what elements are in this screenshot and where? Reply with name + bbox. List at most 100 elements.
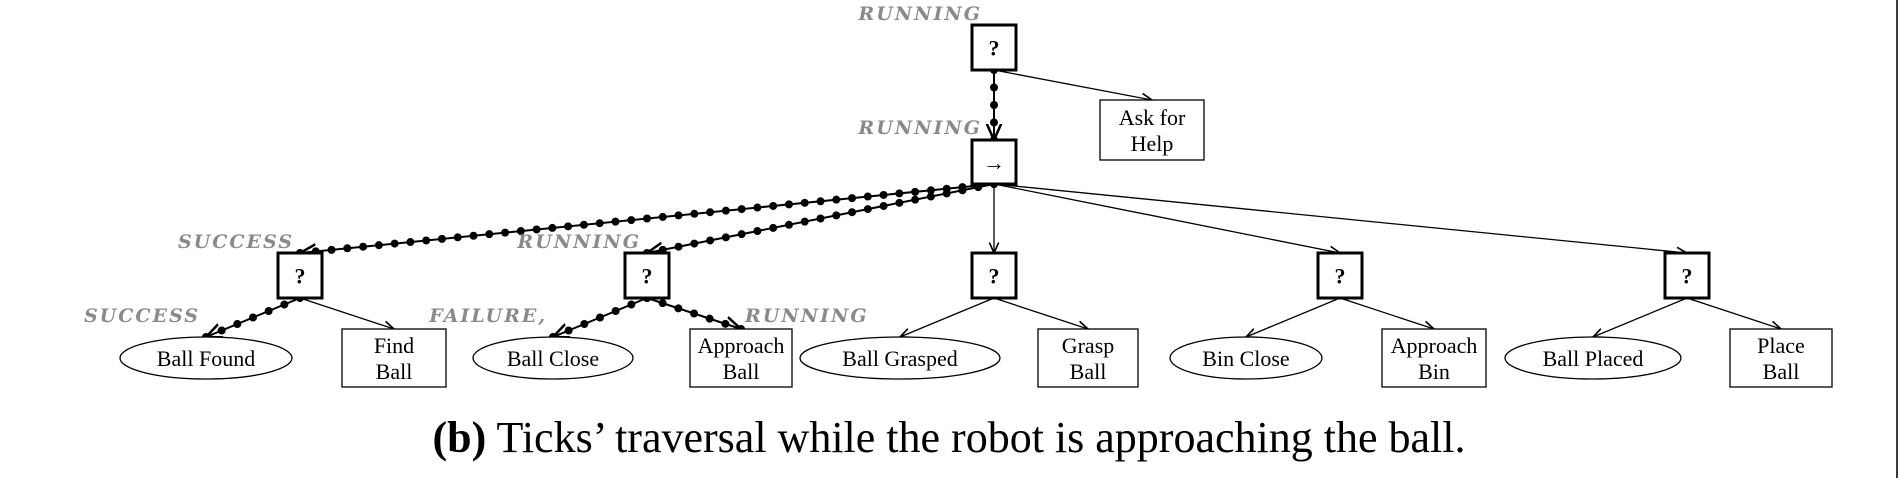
tick-dot [217, 326, 226, 335]
tick-dot [579, 220, 588, 229]
subtree-4-action-node-box [1729, 328, 1833, 388]
tick-dot [264, 307, 273, 315]
tick-dot [737, 205, 746, 214]
tick-dot [532, 225, 541, 234]
tick-dot [674, 304, 683, 313]
tick-dot [911, 195, 920, 204]
tick-dot [390, 239, 399, 248]
tick-dot [643, 214, 651, 223]
subtree-2-fallback-node-symbol: ? [989, 264, 1000, 289]
tick-dot [658, 299, 667, 308]
subtree-0-condition-node-ellipse [119, 336, 293, 380]
tick-dot [784, 220, 793, 229]
subtree-4-condition-node-ellipse [1504, 336, 1682, 380]
edge-subtree-3-to-action [1339, 297, 1434, 329]
tick-dot [832, 195, 841, 204]
edge-subtree-2-to-action [993, 297, 1088, 329]
tick-dot [627, 300, 636, 309]
tick-dot [769, 223, 778, 232]
tick-dot [990, 101, 998, 109]
tick-dot [469, 231, 478, 240]
tick-dot [879, 201, 888, 210]
tick-dot [327, 245, 336, 254]
tick-dot [753, 227, 762, 236]
tick-dot [769, 201, 778, 210]
subtree-1-action-node-box [689, 328, 793, 388]
subtree-1-condition-status-label: FAILURE, [428, 305, 547, 327]
subtree-4-fallback-node-box [1663, 251, 1711, 300]
tick-dot [879, 190, 888, 199]
edge-root-to-ask-for-help [993, 69, 1152, 100]
subtree-1-fallback-node-box [623, 251, 671, 300]
tick-dot [580, 320, 589, 328]
subtree-1-action-status-label: RUNNING [744, 305, 869, 327]
edge-sequence-to-subtree-4 [993, 183, 1687, 253]
subtree-0-action-node-label: Find [374, 333, 414, 358]
tick-dot [832, 211, 841, 220]
tick-dot [627, 216, 636, 225]
tick-dot [374, 241, 383, 250]
subtree-3-fallback-node-box [1316, 251, 1364, 300]
tick-dot [800, 198, 809, 207]
ask-for-help-node-label: Ask for [1119, 105, 1186, 130]
tick-dots [202, 66, 998, 341]
tick-dot [453, 233, 462, 242]
tick-dot [705, 314, 714, 323]
tick-dot [863, 192, 872, 201]
tick-dot [895, 198, 904, 207]
edge-subtree-0-to-action [299, 297, 394, 329]
tick-dot [784, 200, 793, 209]
tick-dot [942, 189, 951, 198]
page-border [1896, 0, 1898, 478]
tick-dot [721, 233, 730, 242]
figure-caption: (b) Ticks’ traversal while the robot is … [0, 412, 1898, 463]
subtree-3-fallback-node-symbol: ? [1335, 264, 1346, 289]
tick-dot [596, 313, 604, 322]
tick-dot [406, 238, 415, 247]
tick-dot [706, 208, 715, 217]
tick-dot [674, 211, 683, 220]
subtree-2-action-node-label: Grasp [1062, 333, 1115, 358]
subtree-4-action-node-label: Ball [1763, 359, 1800, 384]
sequence-status-label: RUNNING [857, 117, 982, 139]
tick-dot [926, 186, 935, 195]
tick-dot [690, 309, 698, 318]
subtree-0-action-node-box [341, 328, 447, 388]
subtree-2-condition-node-label: Ball Grasped [842, 346, 957, 371]
tick-dot [690, 209, 699, 218]
subtree-2-action-node-box [1037, 328, 1139, 388]
tick-dot [706, 236, 715, 245]
edge-subtree-4-to-condition [1593, 297, 1688, 337]
subtree-1-condition-node-ellipse [472, 336, 634, 380]
tick-dot [926, 192, 935, 201]
tick-dot [422, 236, 431, 245]
subtree-0-fallback-node-box [276, 251, 324, 300]
subtree-2-condition-node-ellipse [799, 336, 1001, 380]
tick-dot [564, 222, 573, 231]
tick-dot [737, 230, 746, 239]
tick-dot [958, 186, 967, 195]
subtree-3-condition-node-label: Bin Close [1202, 346, 1289, 371]
subtree-4-fallback-node-symbol: ? [1682, 264, 1693, 289]
caption-prefix: (b) [432, 413, 487, 462]
subtree-0-condition-status-label: SUCCESS [84, 305, 200, 327]
subtree-1-action-node-label: Ball [723, 359, 760, 384]
tick-dot [485, 230, 494, 239]
edge-subtree-3-to-condition [1246, 297, 1341, 337]
subtree-1-fallback-node-symbol: ? [642, 264, 653, 289]
subtree-3-action-node-box [1381, 328, 1487, 388]
tick-dot [816, 214, 825, 223]
subtree-0-condition-node-label: Ball Found [157, 346, 255, 371]
tick-dot [690, 239, 699, 248]
tick-dot [721, 206, 730, 215]
subtree-3-condition-node-ellipse [1169, 336, 1323, 380]
edge-subtree-4-to-action [1686, 297, 1781, 329]
root-fallback-node-symbol: ? [989, 36, 1000, 61]
tick-dot [595, 219, 604, 228]
tick-dot [501, 228, 510, 237]
status-labels: RUNNINGRUNNINGSUCCESSSUCCESSRUNNINGFAILU… [84, 3, 982, 327]
subtree-1-status-label: RUNNING [516, 231, 641, 253]
tick-dot [990, 118, 998, 127]
tick-dot [721, 319, 730, 328]
